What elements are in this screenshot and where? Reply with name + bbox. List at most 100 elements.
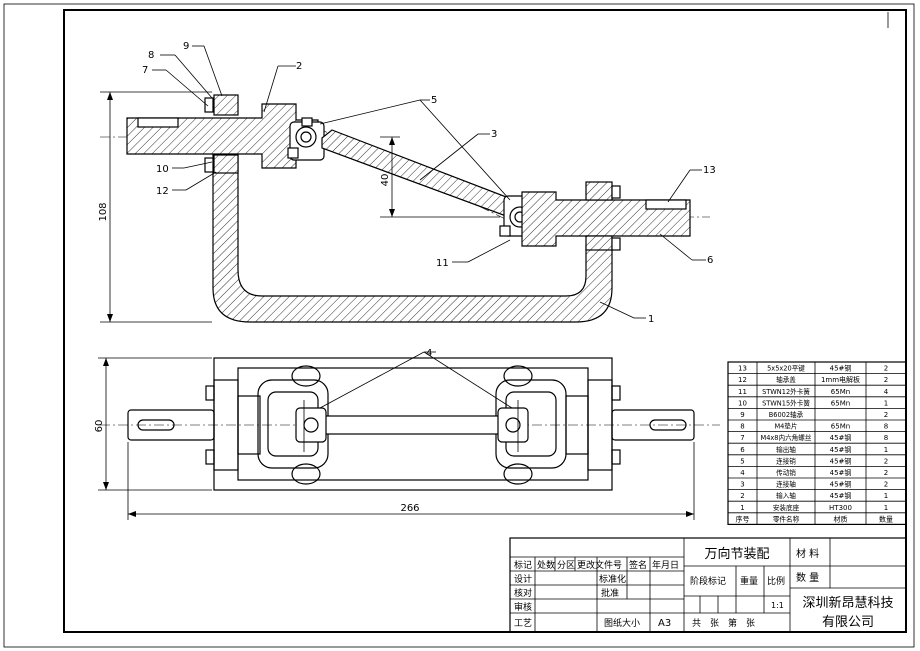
bom-cell-name: 轴承盖: [776, 375, 796, 384]
bom-cell-material: 45#钢: [830, 468, 852, 477]
bom-cell-no: 11: [738, 388, 747, 396]
tb-std: 标准化: [599, 573, 626, 585]
bom-cell-name: 5x5x20平键: [767, 364, 805, 373]
callout-6: 6: [707, 255, 713, 266]
bom-header-name: 零件名称: [773, 514, 800, 523]
bom-cell-name: 传动销: [776, 468, 796, 477]
bom-cell-name: B6002轴承: [769, 410, 804, 419]
bom-header-material: 材质: [834, 514, 848, 523]
tb-col-count: 处数: [537, 559, 555, 571]
tb-col-zone: 分区: [557, 560, 575, 571]
tb-approve: 批准: [601, 587, 619, 599]
bom-cell-no: 13: [738, 365, 747, 373]
top-plan-view: 4 60 266: [94, 348, 720, 520]
callout-10: 10: [156, 164, 169, 175]
bom-cell-no: 12: [738, 376, 747, 384]
bom-cell-qty: 1: [884, 504, 888, 512]
bom-cell-no: 7: [740, 434, 744, 442]
tb-material: 材 料: [796, 547, 819, 560]
bom-cell-no: 10: [738, 399, 747, 407]
tb-col-change: 更改文件号: [577, 559, 622, 571]
callout-9: 9: [183, 41, 189, 52]
outer-frame: [3, 3, 915, 648]
dim-266: 266: [400, 503, 419, 514]
bom-cell-qty: 8: [884, 434, 888, 442]
callout-3: 3: [491, 129, 497, 140]
callout-4: 4: [426, 348, 432, 359]
bom-cell-no: 1: [740, 504, 744, 512]
callout-1: 1: [648, 314, 654, 325]
bom-cell-name: 安装底座: [773, 503, 800, 512]
bom-cell-material: 1mm电解板: [821, 375, 860, 384]
tb-stage: 阶段标记: [690, 575, 726, 587]
front-section-view: 108 40 8 7 9 2 5 3 10 12: [98, 41, 716, 325]
bom-cell-no: 6: [740, 446, 745, 454]
dim-40: 40: [380, 174, 391, 187]
bom-cell-qty: 1: [884, 492, 888, 500]
tb-scale: 比例: [767, 575, 785, 587]
tb-sheets: 共 张 第 张: [692, 617, 755, 629]
tb-scale-val: 1:1: [771, 601, 784, 610]
bom-header-qty: 数量: [879, 514, 893, 523]
bom-cell-material: 45#钢: [830, 433, 852, 442]
tb-paper-val: A3: [658, 618, 671, 629]
bom-cell-name: M4垫片: [774, 422, 797, 431]
tb-process: 工艺: [514, 618, 532, 629]
tb-quantity: 数 量: [796, 571, 819, 584]
bom-cell-name: 输入轴: [776, 491, 796, 500]
bom-cell-material: 65Mn: [831, 388, 850, 396]
inner-frame: [63, 9, 907, 633]
bom-cell-material: 45#钢: [830, 456, 852, 465]
bom-cell-name: 连接销: [776, 456, 796, 465]
tb-weight: 重量: [740, 575, 758, 587]
bom-cell-qty: 1: [884, 399, 888, 407]
tb-audit: 审核: [514, 601, 532, 613]
callout-7: 7: [142, 65, 148, 76]
tb-paper: 图纸大小: [604, 617, 640, 629]
tb-check: 核对: [514, 587, 532, 599]
bom-cell-no: 9: [740, 411, 744, 419]
bom-cell-name: STWN12外卡簧: [762, 387, 810, 396]
bom-cell-material: 45#钢: [830, 480, 852, 489]
tb-col-date: 年月日: [652, 559, 679, 571]
bom-cell-qty: 8: [884, 423, 888, 431]
callout-13: 13: [703, 165, 716, 176]
title-block: 标记 处数 分区 更改文件号 签名 年月日 设计 核对 审核 工艺 标准化 批准…: [509, 537, 907, 633]
bom-cell-material: 45#钢: [830, 445, 852, 454]
tb-col-sign: 签名: [629, 559, 647, 571]
bom-cell-material: HT300: [829, 504, 852, 512]
bom-cell-material: 45#钢: [830, 364, 852, 373]
bom-cell-no: 4: [740, 469, 745, 477]
bom-cell-qty: 1: [884, 446, 888, 454]
company-line1: 深圳新昂慧科技: [802, 595, 893, 611]
bom-cell-qty: 2: [884, 411, 888, 419]
bom-cell-material: 45#钢: [830, 491, 852, 500]
bom-cell-name: M4x8内六角螺丝: [761, 433, 812, 442]
bom-cell-material: 65Mn: [831, 399, 850, 407]
callout-2: 2: [296, 61, 302, 72]
leader-lines: [152, 45, 706, 319]
bom-cell-qty: 2: [884, 469, 888, 477]
bom-cell-qty: 4: [884, 388, 889, 396]
bom-cell-material: 65Mn: [831, 423, 850, 431]
bom-cell-name: 输出轴: [776, 445, 796, 454]
bom-cell-qty: 2: [884, 365, 888, 373]
bom-cell-name: 连接轴: [776, 480, 796, 489]
callout-12: 12: [156, 186, 169, 197]
bom-cell-qty: 2: [884, 376, 888, 384]
tb-col-mark: 标记: [514, 559, 532, 571]
bom-cell-no: 2: [740, 492, 744, 500]
dim-108: 108: [98, 202, 109, 221]
bom-cell-name: STWN15外卡簧: [762, 398, 810, 407]
bom-cell-qty: 2: [884, 481, 888, 489]
tb-design: 设计: [514, 573, 532, 585]
bom-cell-qty: 2: [884, 457, 888, 465]
company-line2: 有限公司: [822, 615, 874, 630]
dim-60: 60: [94, 420, 105, 433]
callout-8: 8: [148, 50, 154, 61]
yoke-input: [287, 117, 325, 161]
drawing-title: 万向节装配: [704, 546, 769, 562]
bom-header-no: 序号: [736, 514, 750, 523]
